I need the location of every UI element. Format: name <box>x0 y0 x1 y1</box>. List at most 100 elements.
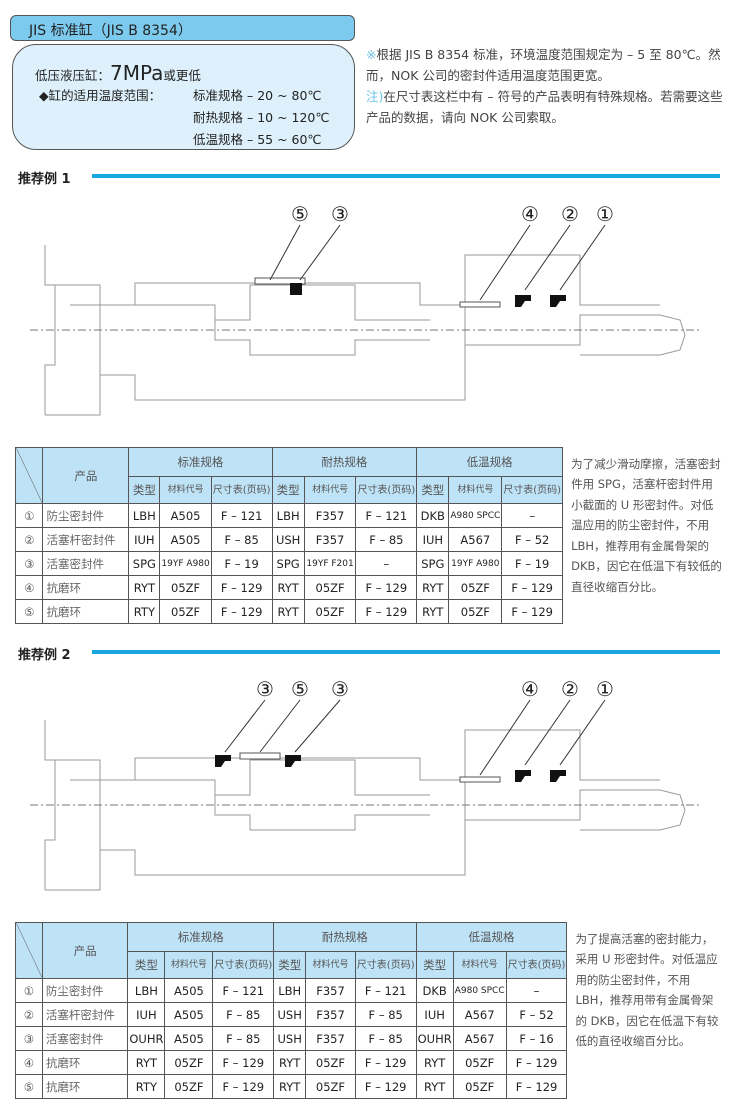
callout-leader <box>559 699 606 766</box>
table-cell: LBH <box>128 503 161 528</box>
table-cell: F – 85 <box>212 1002 275 1027</box>
temp-standard: 标准规格 – 20 ~ 80℃ <box>193 88 322 103</box>
pressure-suffix: 或更低 <box>163 68 201 83</box>
sub-header: 类型 <box>271 476 305 504</box>
table-cell: F – 129 <box>355 599 418 624</box>
group-header: 耐热规格 <box>271 447 418 477</box>
table-cell: – <box>505 978 568 1003</box>
temp-heat: 耐热规格 – 10 ~ 120℃ <box>193 110 330 125</box>
notes: ※根据 JIS B 8354 标准，环境温度范围规定为 – 5 至 80℃。然而… <box>366 44 726 128</box>
table-cell: F – 52 <box>505 1002 568 1027</box>
table-cell: F – 129 <box>354 1050 417 1075</box>
table-cell: ② <box>15 1002 43 1027</box>
table-cell: F – 121 <box>354 978 417 1003</box>
group-header: 标准规格 <box>127 922 275 952</box>
table-cell: 19YF A980 <box>159 551 212 576</box>
table-cell: RYT <box>271 575 305 600</box>
table-cell: 05ZF <box>303 575 357 600</box>
table-cell: OUHR <box>415 1026 454 1051</box>
outline <box>579 285 660 306</box>
outline <box>579 760 660 781</box>
callout-label: ⑤ <box>291 677 309 701</box>
table-cell: F – 85 <box>212 1026 275 1051</box>
table-cell: IUH <box>128 527 161 552</box>
table-cell: F357 <box>305 1026 356 1051</box>
sub-header: 尺寸表(页码) <box>210 476 273 504</box>
seal-icon <box>515 295 531 307</box>
table-cell: ① <box>15 978 43 1003</box>
table-cell: F – 121 <box>355 503 418 528</box>
table-cell: RYT <box>416 599 450 624</box>
table-cell: IUH <box>416 527 450 552</box>
outline <box>45 789 686 891</box>
table-note: 为了提高活塞的密封能力，采用 U 形密封件。对低温应用的防尘密封件，不用 LBH… <box>566 922 730 1099</box>
table-cell: A980 SPCC <box>448 503 503 528</box>
section-title: JIS 标准缸（JIS B 8354） <box>10 15 355 41</box>
group-header: 低温规格 <box>416 447 564 477</box>
seal-icon <box>550 770 566 782</box>
pressure-label: 低压液压缸： <box>35 68 111 83</box>
table-cell: F – 19 <box>501 551 564 576</box>
callout-label: ⑤ <box>291 202 309 226</box>
table-cell: F – 85 <box>210 527 273 552</box>
table-cell: F – 129 <box>505 1074 568 1099</box>
seal-table-1: 产品标准规格耐热规格低温规格为了减少滑动摩擦，活塞密封件用 SPG，活塞杆密封件… <box>14 447 730 624</box>
table-cell: F – 129 <box>212 1074 275 1099</box>
wear-ring-icon <box>239 752 281 760</box>
table-cell: IUH <box>415 1002 454 1027</box>
table-cell: 05ZF <box>452 1050 507 1075</box>
sub-header: 材料代号 <box>164 951 214 979</box>
table-cell: ⑤ <box>15 1074 43 1099</box>
table-cell: F – 85 <box>355 527 418 552</box>
outline <box>55 254 581 306</box>
callout-leader <box>294 699 341 753</box>
table-cell: ① <box>14 503 44 528</box>
sub-header: 类型 <box>127 951 166 979</box>
outline <box>45 314 686 416</box>
corner-cell <box>15 922 43 979</box>
outline <box>44 245 56 415</box>
callout-label: ④ <box>521 202 539 226</box>
piston-seal-icon <box>290 283 302 295</box>
table-cell: F – 129 <box>212 1050 275 1075</box>
callout-leader <box>479 224 531 301</box>
outline <box>70 759 430 796</box>
wear-ring-icon <box>254 277 306 285</box>
sub-header: 尺寸表(页码) <box>501 476 564 504</box>
table-cell: LBH <box>127 978 166 1003</box>
group-header: 标准规格 <box>128 447 273 477</box>
table-cell: ④ <box>15 1050 43 1075</box>
table-cell: ② <box>14 527 44 552</box>
table-cell: F357 <box>305 1002 356 1027</box>
sub-header: 类型 <box>416 476 450 504</box>
note-mark: 注) <box>366 89 384 104</box>
table-cell: ④ <box>14 575 44 600</box>
table-cell: A505 <box>159 527 212 552</box>
callout-label: ② <box>561 677 579 701</box>
table-cell: F – 129 <box>501 575 564 600</box>
table-cell: 19YF A980 <box>448 551 503 576</box>
table-cell: F – 129 <box>355 575 418 600</box>
table-cell: USH <box>271 527 305 552</box>
outline <box>55 729 581 781</box>
callout-label: ④ <box>521 677 539 701</box>
table-cell: OUHR <box>127 1026 166 1051</box>
callout-leader <box>524 224 571 291</box>
table-cell: F – 129 <box>501 599 564 624</box>
table-cell: 活塞密封件 <box>41 1026 129 1051</box>
table-cell: RYT <box>273 1050 307 1075</box>
product-header: 产品 <box>42 447 130 504</box>
wear-ring-icon <box>459 776 501 783</box>
divider <box>92 650 720 654</box>
table-cell: RTY <box>128 599 161 624</box>
table-cell: IUH <box>127 1002 166 1027</box>
table-cell: F – 129 <box>354 1074 417 1099</box>
seal-icon <box>515 770 531 782</box>
table-cell: F – 19 <box>210 551 273 576</box>
table-cell: – <box>501 503 564 528</box>
product-header: 产品 <box>41 922 129 979</box>
table-cell: F – 16 <box>505 1026 568 1051</box>
pressure-value: 7MPa <box>110 61 164 85</box>
